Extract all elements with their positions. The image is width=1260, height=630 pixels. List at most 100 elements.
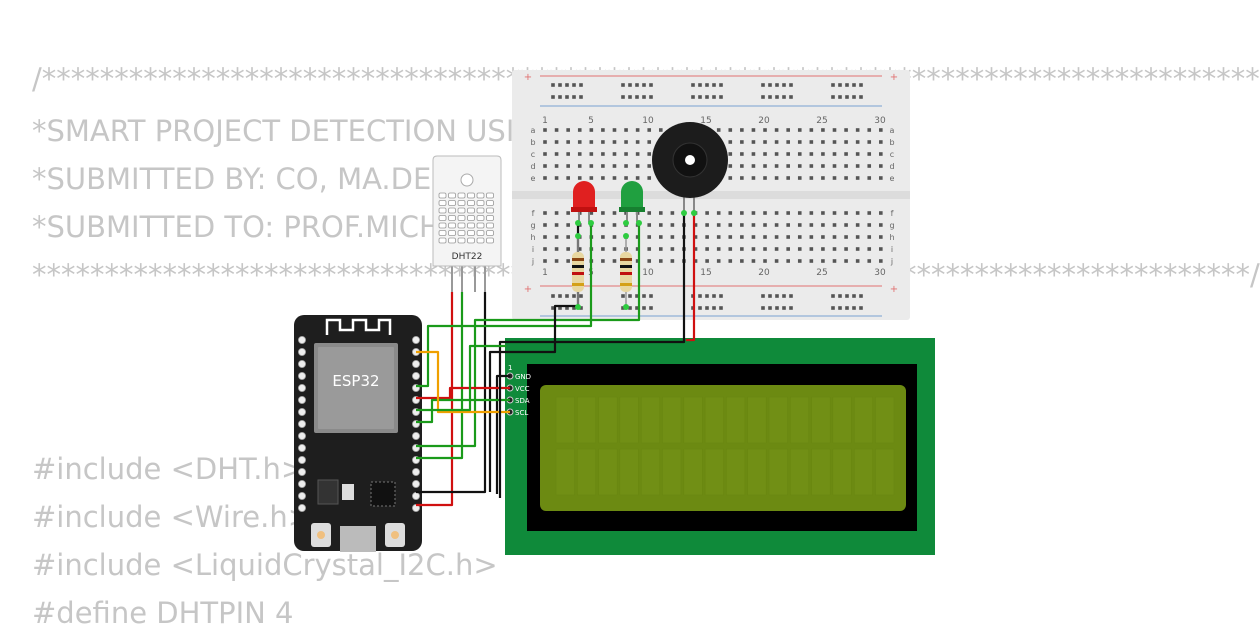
wire-lcd-gnd[interactable] <box>495 374 510 494</box>
breadboard-hole <box>716 235 721 239</box>
breadboard-hole <box>809 259 814 263</box>
breadboard-rail-hole <box>649 95 653 99</box>
breadboard-hole <box>577 247 582 251</box>
dht-grille-slot <box>457 222 466 229</box>
lcd-char-cell <box>683 448 703 496</box>
breadboard-rail-hole <box>705 294 709 298</box>
breadboard-rail-hole <box>789 83 793 87</box>
breadboard-hole <box>728 259 733 263</box>
breadboard-hole <box>670 235 675 239</box>
breadboard-rail-hole <box>621 294 625 298</box>
wire-dht-data[interactable] <box>416 292 464 460</box>
breadboard[interactable]: + + + + 1 5 10 15 20 25 30 1 5 10 15 20 … <box>512 70 910 320</box>
esp32-pin-right <box>411 335 420 344</box>
breadboard-hole <box>809 176 814 180</box>
breadboard-hole <box>832 176 837 180</box>
breadboard-rail-hole <box>565 306 569 310</box>
wire-dht-vcc[interactable] <box>416 292 454 507</box>
dht22-sensor[interactable]: DHT22 <box>432 155 502 292</box>
breadboard-hole <box>589 140 594 144</box>
breadboard-rail-hole <box>635 95 639 99</box>
lcd-display[interactable]: 1 GND VCC SDA SCL <box>505 338 935 555</box>
breadboard-rail-hole <box>579 306 583 310</box>
breadboard-hole <box>612 247 617 251</box>
breadboard-rail-hole <box>782 95 786 99</box>
breadboard-rail-hole <box>719 95 723 99</box>
lcd-pin-1-label: 1 <box>508 364 512 372</box>
breadboard-hole <box>832 235 837 239</box>
breadboard-rail-hole <box>852 95 856 99</box>
wire-lcd-vcc[interactable] <box>416 386 510 400</box>
breadboard-hole <box>809 164 814 168</box>
breadboard-hole <box>624 140 628 144</box>
col-num-bottom-25: 25 <box>816 268 827 278</box>
row-letter-i-left: i <box>532 245 534 254</box>
breadboard-hole <box>566 128 570 132</box>
breadboard-hole <box>879 152 883 156</box>
col-num-top-10: 10 <box>642 116 654 126</box>
resistor-1[interactable] <box>572 233 584 310</box>
breadboard-hole <box>647 259 652 263</box>
breadboard-hole <box>728 128 733 132</box>
breadboard-hole <box>740 259 744 263</box>
lcd-char-cell <box>853 448 873 496</box>
breadboard-hole <box>612 164 617 168</box>
wire-buzzer-gnd[interactable] <box>498 214 686 498</box>
breadboard-hole <box>659 235 663 239</box>
breadboard-hole <box>659 128 663 132</box>
wire-led-red[interactable] <box>416 222 593 388</box>
breadboard-rail-hole <box>775 306 779 310</box>
esp32-board[interactable]: ESP32 <box>294 315 422 552</box>
breadboard-rail-hole <box>628 306 632 310</box>
led-red[interactable] <box>571 181 597 226</box>
piezo-buzzer[interactable] <box>652 122 728 216</box>
breadboard-hole <box>566 152 570 156</box>
breadboard-hole <box>786 211 790 215</box>
resistor-2-pin-bottom <box>623 304 629 310</box>
breadboard-hole <box>797 259 802 263</box>
breadboard-rail-hole <box>579 95 583 99</box>
breadboard-hole <box>774 176 779 180</box>
breadboard-hole <box>705 247 709 251</box>
breadboard-hole <box>543 128 547 132</box>
breadboard-rail-hole <box>558 294 562 298</box>
breadboard-rail-hole <box>768 306 772 310</box>
wire-dht-gnd[interactable] <box>416 292 487 494</box>
breadboard-hole <box>740 164 744 168</box>
dht-grille-slot <box>476 215 485 221</box>
breadboard-hole <box>844 247 848 251</box>
breadboard-hole <box>786 176 790 180</box>
breadboard-hole <box>821 211 825 215</box>
breadboard-hole <box>589 128 594 132</box>
lcd-pin-gnd-label: GND <box>515 373 531 381</box>
breadboard-rail-hole <box>782 294 786 298</box>
breadboard-hole <box>763 235 767 239</box>
breadboard-hole <box>879 128 883 132</box>
dht-grille-slot <box>438 192 447 199</box>
lcd-character-cells <box>555 396 895 496</box>
led-green[interactable] <box>619 181 645 226</box>
breadboard-hole <box>624 128 628 132</box>
wire-lcd-scl[interactable] <box>416 350 510 414</box>
breadboard-hole <box>554 259 559 263</box>
wire-buzzer-signal[interactable] <box>686 214 696 342</box>
esp32-pin-right <box>411 479 420 488</box>
lcd-char-cell <box>811 396 831 444</box>
breadboard-hole <box>867 235 872 239</box>
row-letter-e-right: e <box>890 174 895 183</box>
resistor-2-band-3 <box>620 272 632 275</box>
dht-grille-slot <box>438 222 447 229</box>
wire-buzzer-gpio[interactable] <box>416 344 506 412</box>
breadboard-hole <box>612 176 617 180</box>
breadboard-hole <box>774 259 779 263</box>
breadboard-hole <box>867 247 872 251</box>
lcd-char-cell <box>662 396 682 444</box>
wire-led-green[interactable] <box>416 222 641 448</box>
breadboard-hole <box>577 176 582 180</box>
breadboard-hole <box>612 128 617 132</box>
breadboard-hole <box>797 235 802 239</box>
lcd-char-cell <box>832 396 852 444</box>
esp32-pin-left <box>297 359 306 368</box>
resistor-2[interactable] <box>620 233 632 310</box>
breadboard-hole <box>670 259 675 263</box>
